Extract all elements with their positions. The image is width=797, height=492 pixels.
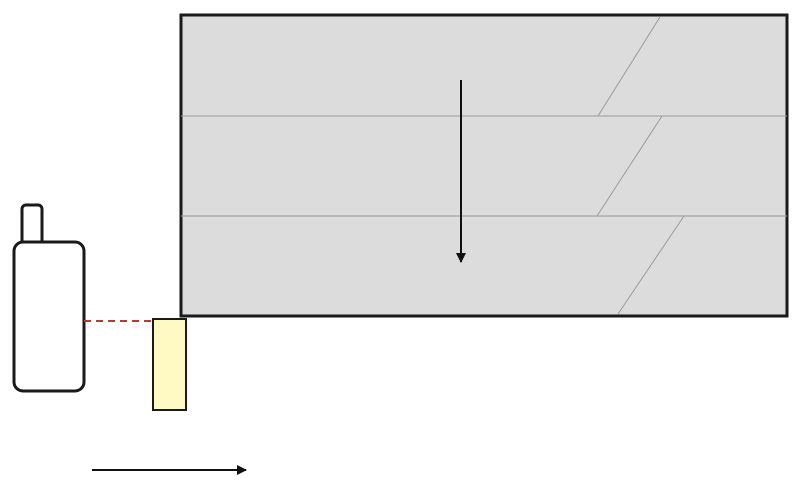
- sheet-edge-diagonal-3: [617, 215, 685, 315]
- sheet-edge-diagonal-1: [597, 16, 661, 117]
- target-block: [152, 318, 187, 411]
- sheet-edge-diagonal-2: [596, 115, 663, 217]
- sensor-device: [12, 203, 86, 393]
- stack-outline: [179, 13, 789, 318]
- sensor-cap: [20, 203, 44, 247]
- sensor-body: [12, 240, 86, 393]
- sheet-stack: [179, 13, 789, 318]
